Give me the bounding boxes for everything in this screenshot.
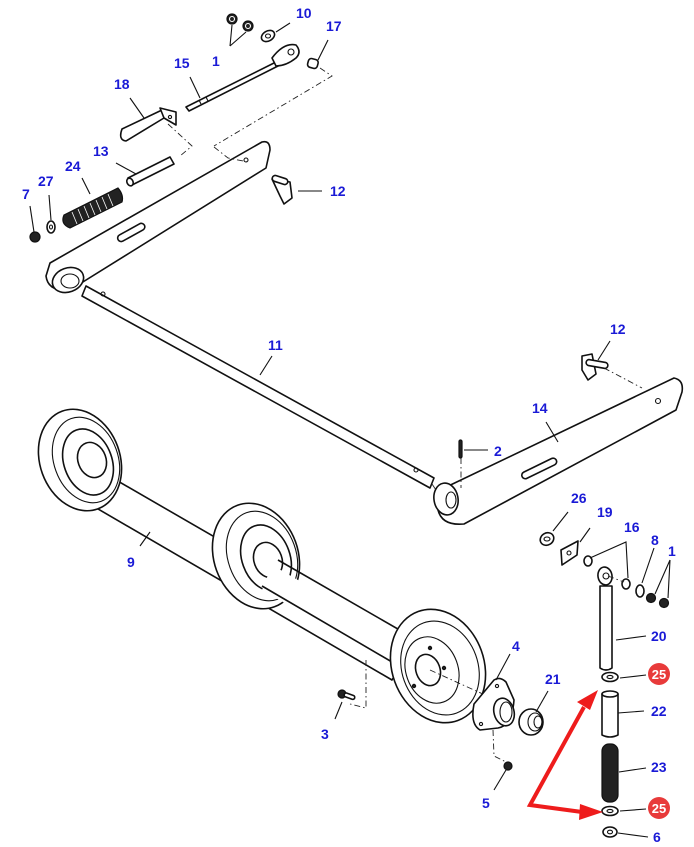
spring-part-24 bbox=[62, 187, 124, 229]
callout-22: 22 bbox=[651, 703, 667, 719]
callout-23: 23 bbox=[651, 759, 667, 775]
clevis-pin-part-12-upper bbox=[271, 174, 293, 205]
rod-part-15 bbox=[185, 43, 300, 112]
spring-part-23 bbox=[601, 743, 619, 803]
pin-part-13 bbox=[125, 156, 175, 187]
washer-part-10 bbox=[260, 29, 276, 43]
callout-1-top: 1 bbox=[212, 53, 220, 69]
callout-9: 9 bbox=[127, 554, 135, 570]
callout-10: 10 bbox=[296, 5, 312, 21]
split-pin-part-2 bbox=[458, 439, 463, 488]
washer-part-27 bbox=[46, 220, 56, 234]
callout-16: 16 bbox=[624, 519, 640, 535]
callout-3: 3 bbox=[321, 726, 329, 742]
callout-labels: 10 17 1 15 18 13 24 27 7 12 11 12 14 2 2… bbox=[22, 5, 676, 845]
callout-21: 21 bbox=[545, 671, 561, 687]
washer-part-8 bbox=[635, 584, 645, 598]
callout-27: 27 bbox=[38, 173, 54, 189]
bush-part-16-b bbox=[621, 578, 631, 590]
nut-part-7 bbox=[29, 231, 41, 243]
callout-15: 15 bbox=[174, 55, 190, 71]
nut-part-5 bbox=[503, 761, 513, 771]
plate-part-19 bbox=[560, 540, 579, 566]
callout-12-upper: 12 bbox=[330, 183, 346, 199]
callout-7: 7 bbox=[22, 186, 30, 202]
callout-5: 5 bbox=[482, 795, 490, 811]
callout-8: 8 bbox=[651, 532, 659, 548]
nut-pair-part-1-top bbox=[226, 13, 254, 32]
highlight-badge-25-upper: 25 bbox=[648, 663, 670, 685]
callout-24: 24 bbox=[65, 158, 81, 174]
callout-6: 6 bbox=[653, 829, 661, 845]
callout-2: 2 bbox=[494, 443, 502, 459]
clevis-pin-part-12-lower bbox=[581, 353, 609, 381]
callout-12-lower: 12 bbox=[610, 321, 626, 337]
lever-arm-upper-left bbox=[45, 140, 271, 294]
callout-11: 11 bbox=[268, 337, 283, 353]
callout-20: 20 bbox=[651, 628, 667, 644]
callout-1-right: 1 bbox=[668, 543, 676, 559]
callout-13: 13 bbox=[93, 143, 109, 159]
callout-18: 18 bbox=[114, 76, 130, 92]
flange-bearing-part-4 bbox=[472, 677, 516, 731]
callout-14: 14 bbox=[532, 400, 548, 416]
washer-part-25-lower bbox=[601, 805, 619, 817]
leader-lines bbox=[29, 22, 671, 838]
lever-arm-part-14 bbox=[433, 377, 684, 526]
bracket-part-18 bbox=[119, 107, 177, 142]
callout-25-lower: 25 bbox=[652, 801, 666, 816]
bush-part-22 bbox=[601, 690, 619, 738]
callout-25-upper: 25 bbox=[652, 667, 666, 682]
callout-4: 4 bbox=[512, 638, 520, 654]
washer-part-26 bbox=[539, 531, 555, 547]
callout-17: 17 bbox=[326, 18, 342, 34]
nut-pair-part-1-right bbox=[645, 592, 670, 609]
nut-part-6 bbox=[602, 826, 618, 838]
bush-part-16-a bbox=[583, 555, 593, 567]
red-arrow-annotation bbox=[526, 690, 603, 820]
bolt-part-3 bbox=[337, 689, 356, 701]
washer-part-25-upper bbox=[601, 671, 619, 683]
bush-part-17 bbox=[306, 57, 319, 70]
shaft-part-11 bbox=[81, 285, 435, 489]
arm-part-20 bbox=[597, 566, 613, 671]
callout-26: 26 bbox=[571, 490, 587, 506]
wheel-axle-part-9 bbox=[37, 408, 487, 724]
callout-19: 19 bbox=[597, 504, 613, 520]
highlight-badge-25-lower: 25 bbox=[648, 797, 670, 819]
bearing-part-21 bbox=[518, 708, 544, 736]
